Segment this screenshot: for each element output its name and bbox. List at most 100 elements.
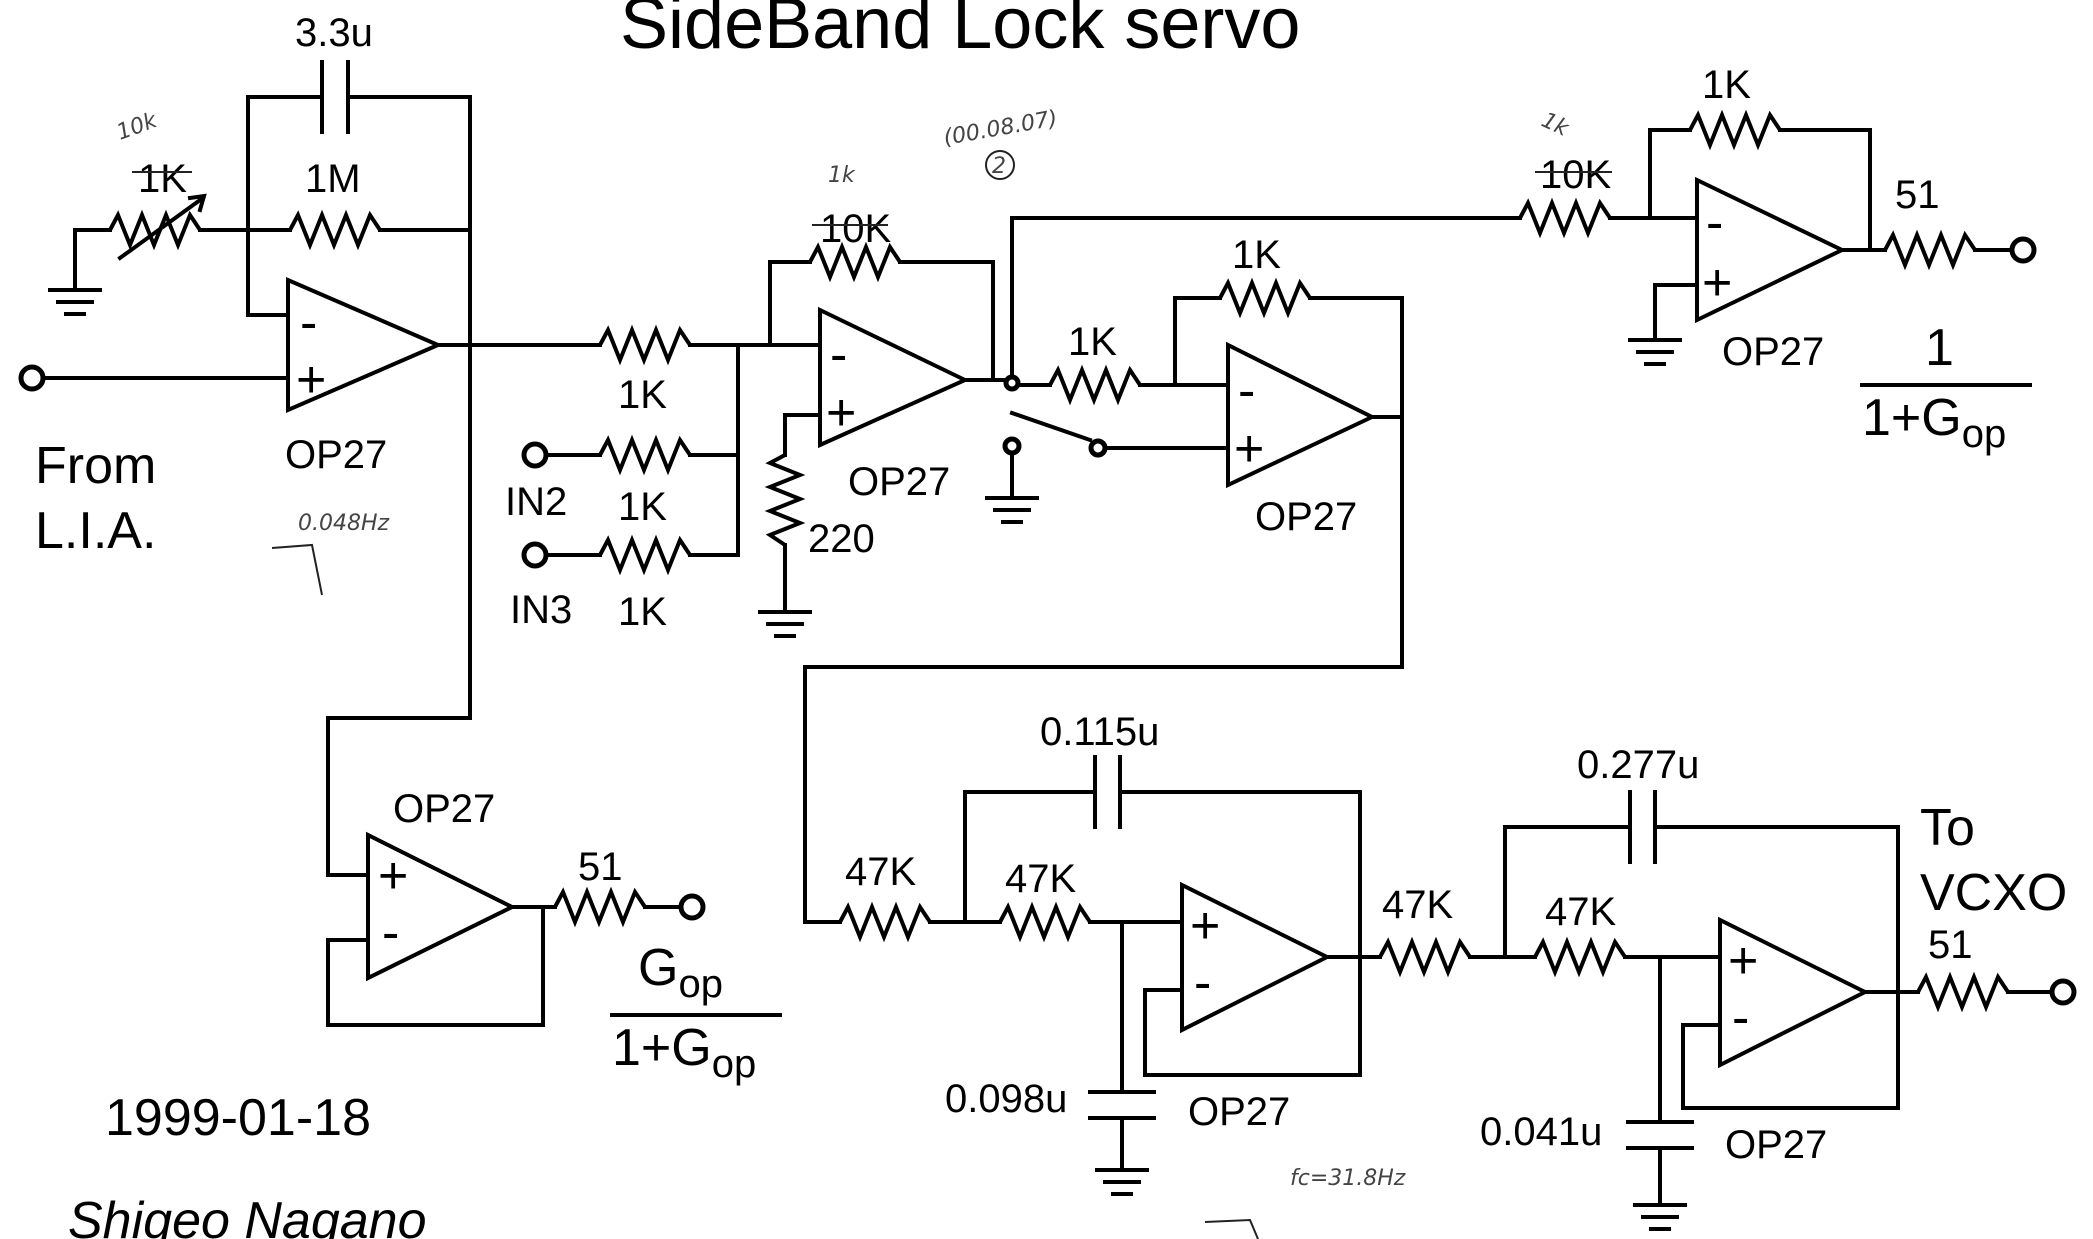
opamp-top-plus: + bbox=[1702, 254, 1732, 312]
opamp-1 bbox=[286, 276, 444, 414]
resistor-47k-2 bbox=[998, 901, 1092, 943]
in2-label: IN2 bbox=[505, 480, 567, 524]
date-label: 1999-01-18 bbox=[105, 1089, 371, 1147]
opamp-2-plus: + bbox=[826, 384, 856, 442]
opamp-buffer-minus: - bbox=[382, 904, 399, 962]
resistor-1m bbox=[288, 209, 382, 251]
wire bbox=[326, 716, 472, 877]
cap-0-115u-label: 0.115u bbox=[1040, 710, 1159, 754]
opamp-buffer-model: OP27 bbox=[393, 787, 495, 831]
wire bbox=[898, 260, 995, 382]
opamp-filter-2-plus: + bbox=[1728, 932, 1758, 990]
opamp-buffer-plus: + bbox=[378, 847, 408, 905]
resistor-1k-top bbox=[1688, 109, 1782, 151]
hand-note-date: (00.08.07) bbox=[942, 106, 1060, 151]
resistor-47k-4-label: 47K bbox=[1545, 890, 1616, 934]
resistor-1k-a bbox=[1048, 364, 1142, 406]
wire-feedback-cap bbox=[246, 95, 472, 317]
opamp-filter-1-model: OP27 bbox=[1188, 1090, 1290, 1134]
hand-note-freq: 0.048Hz bbox=[298, 511, 390, 536]
transfer-bottom-num: Gop bbox=[638, 939, 723, 1006]
wire bbox=[1653, 825, 1900, 994]
wire bbox=[73, 228, 112, 292]
resistor-51-buffer-label: 51 bbox=[578, 845, 623, 889]
cap-0-277u-label: 0.277u bbox=[1577, 743, 1699, 787]
resistor-51-out bbox=[1916, 971, 2010, 1013]
switch-pivot bbox=[1002, 436, 1022, 456]
hand-note-1k-b: 1k bbox=[1537, 108, 1573, 142]
resistor-1k-input3-label: 1K bbox=[618, 590, 667, 634]
wire bbox=[1503, 825, 1632, 959]
hand-note-fc: fc=31.8Hz bbox=[1290, 1166, 1406, 1191]
wire-to-filter bbox=[803, 665, 1404, 924]
resistor-47k-1 bbox=[838, 901, 932, 943]
input-label-line2: L.I.A. bbox=[35, 502, 156, 560]
hand-note-10k: 10k bbox=[114, 108, 162, 146]
hand-circle bbox=[985, 150, 1015, 180]
top-output-terminal bbox=[2009, 236, 2037, 264]
opamp-buffer bbox=[366, 831, 517, 982]
opamp-top-minus: - bbox=[1706, 194, 1723, 252]
resistor-51-buffer bbox=[553, 886, 647, 928]
resistor-10k-feedback-label: 10K bbox=[820, 207, 891, 251]
wire-filter-1-feedback bbox=[1143, 955, 1362, 1077]
wire bbox=[1653, 283, 1699, 342]
resistor-47k-1-label: 47K bbox=[845, 850, 916, 894]
wire bbox=[1118, 790, 1362, 959]
opamp-top bbox=[1695, 176, 1847, 324]
transfer-top-num: 1 bbox=[1925, 319, 1954, 377]
opamp-3 bbox=[1226, 341, 1377, 489]
wire-filter-2-feedback bbox=[1681, 990, 1900, 1110]
output-label-line2: VCXO bbox=[1920, 864, 2067, 922]
opamp-3-plus: + bbox=[1234, 420, 1264, 478]
resistor-51-top bbox=[1883, 229, 1977, 271]
opamp-filter-1-plus: + bbox=[1190, 897, 1220, 955]
resistor-1k-input3 bbox=[598, 534, 692, 576]
cap-0-098u-label: 0.098u bbox=[945, 1077, 1067, 1121]
resistor-1k-variable-label: 1K bbox=[138, 157, 187, 201]
resistor-1k-input1 bbox=[598, 324, 692, 366]
resistor-1k-input2 bbox=[598, 434, 692, 476]
wire bbox=[783, 413, 822, 457]
hand-circle-number: 2 bbox=[992, 154, 1006, 179]
input-label-line1: From bbox=[35, 437, 156, 495]
transfer-top-den: 1+Gop bbox=[1862, 389, 2006, 456]
hand-note-1k-a: 1k bbox=[828, 163, 856, 188]
opamp-filter-2 bbox=[1718, 916, 1870, 1069]
resistor-10k-top-label: 10K bbox=[1540, 153, 1611, 197]
switch-contact bbox=[1088, 438, 1108, 458]
in2-terminal bbox=[521, 441, 549, 469]
opamp-1-plus: + bbox=[296, 351, 326, 409]
switch-blade bbox=[1009, 410, 1093, 443]
wire bbox=[963, 790, 1097, 924]
opamp-filter-1-minus: - bbox=[1194, 954, 1211, 1012]
opamp-filter-1 bbox=[1180, 881, 1332, 1034]
opamp-3-minus: - bbox=[1238, 362, 1255, 420]
resistor-10k-top bbox=[1518, 197, 1612, 239]
resistor-1k-input2-label: 1K bbox=[618, 485, 667, 529]
wire bbox=[768, 260, 812, 347]
output-label-line1: To bbox=[1920, 799, 1975, 857]
resistor-1k-variable bbox=[108, 209, 202, 251]
author-label: Shigeo Nagano bbox=[68, 1192, 427, 1239]
resistor-220 bbox=[764, 453, 806, 547]
title: SideBand Lock servo bbox=[620, 0, 1300, 64]
input-terminal bbox=[18, 364, 46, 392]
resistor-1k-top-label: 1K bbox=[1702, 63, 1751, 107]
cap-0-041u-label: 0.041u bbox=[1480, 1110, 1602, 1154]
opamp-3-model: OP27 bbox=[1255, 495, 1357, 539]
cap-3-3u-label: 3.3u bbox=[295, 11, 373, 55]
variable-arrowhead bbox=[187, 193, 207, 213]
vcxo-output-terminal bbox=[2049, 978, 2077, 1006]
opamp-2 bbox=[818, 306, 970, 449]
resistor-47k-3 bbox=[1378, 936, 1472, 978]
opamp-top-model: OP27 bbox=[1722, 330, 1824, 374]
opamp-filter-2-minus: - bbox=[1732, 989, 1749, 1047]
wire bbox=[1778, 128, 1872, 252]
opamp-filter-2-model: OP27 bbox=[1725, 1123, 1827, 1167]
resistor-1k-input1-label: 1K bbox=[618, 373, 667, 417]
wire-buffer-feedback bbox=[326, 905, 545, 1027]
resistor-220-label: 220 bbox=[808, 517, 875, 561]
resistor-51-top-label: 51 bbox=[1895, 173, 1940, 217]
